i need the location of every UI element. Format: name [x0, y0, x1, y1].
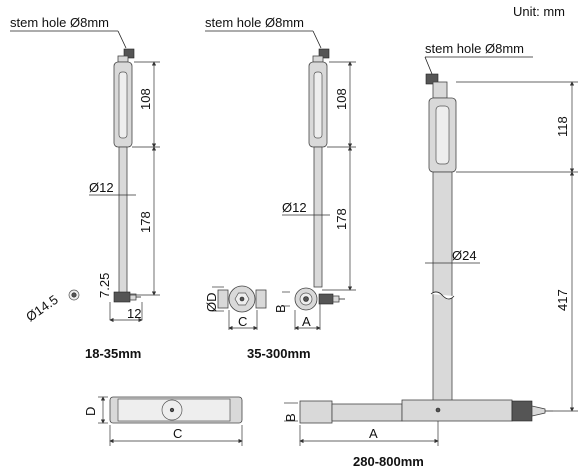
anvil-diameter: Ø14.5 [23, 292, 61, 325]
stem-hole-label: stem hole Ø8mm [10, 15, 109, 30]
head-c: C [173, 426, 182, 441]
gauge-rod [118, 146, 128, 296]
range-label: 35-300mm [247, 346, 311, 361]
head-a: A [369, 426, 378, 441]
head-d: D [83, 407, 98, 416]
stem-hole-label: stem hole Ø8mm [205, 15, 304, 30]
tip-length: 12 [127, 306, 141, 321]
gauge-medium: stem hole Ø8mm 108 178 Ø12 ØD [204, 15, 356, 361]
stem-hole-label: stem hole Ø8mm [425, 41, 524, 56]
rod-diameter: Ø24 [452, 248, 477, 263]
head-b: B [283, 413, 298, 422]
dim-upper: 108 [138, 88, 153, 110]
gauge-arm [401, 399, 513, 422]
dim-upper: 108 [334, 88, 349, 110]
range-label: 280-800mm [353, 454, 424, 469]
dim-upper: 118 [555, 116, 570, 137]
gauge-rod [432, 171, 453, 403]
gauge-large: stem hole Ø8mm 118 417 Ø24 B [83, 41, 578, 469]
tip-offset: 7.25 [97, 273, 112, 298]
dim-a: A [302, 314, 311, 329]
unit-label: Unit: mm [513, 4, 565, 19]
dim-b: B [273, 304, 288, 313]
gauge-small: stem hole Ø8mm 108 178 Ø12 7.25 12 Ø14.5 [10, 15, 160, 361]
rod-diameter: Ø12 [282, 200, 307, 215]
dim-lower: 417 [555, 289, 570, 311]
dim-lower: 178 [138, 211, 153, 233]
dim-lower: 178 [334, 208, 349, 230]
dim-d: ØD [204, 293, 219, 313]
gauge-rod [313, 146, 323, 288]
range-label: 18-35mm [85, 346, 141, 361]
rod-diameter: Ø12 [89, 180, 114, 195]
dim-c: C [238, 314, 247, 329]
